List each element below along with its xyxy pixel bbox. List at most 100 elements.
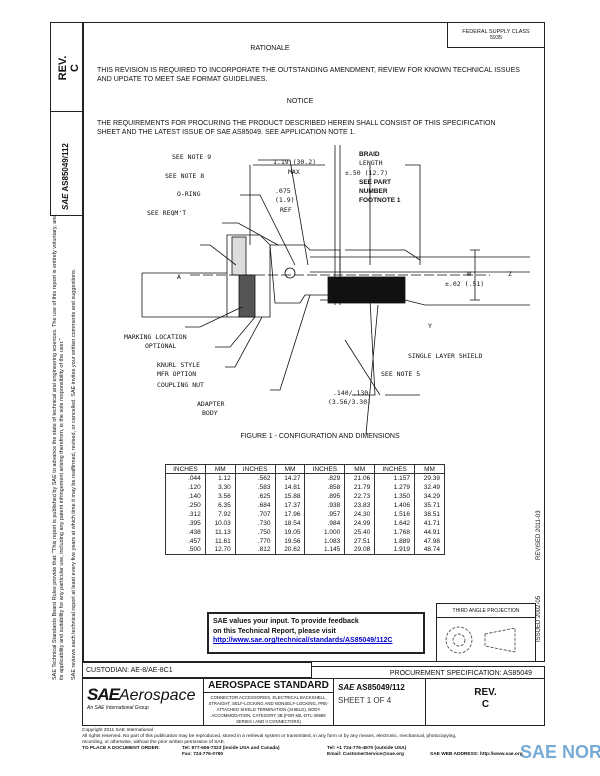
table-cell: 24.99 [344, 518, 376, 528]
table-cell: 1.516 [374, 509, 415, 519]
label-number: NUMBER [359, 188, 388, 195]
table-cell: 25.40 [344, 527, 376, 537]
label-adapter: ADAPTER [197, 400, 225, 408]
tel-usa: Tel: 877-606-7323 (inside USA and Canada… [182, 746, 280, 751]
table-cell: 3.30 [204, 482, 236, 492]
side-rev-letter: C [69, 64, 81, 72]
table-cell: 38.51 [413, 509, 446, 519]
notice-text: THE REQUIREMENTS FOR PROCURING THE PRODU… [97, 120, 496, 136]
label-a: A [177, 273, 181, 281]
side-notice-2: SAE reviews each technical report at lea… [71, 268, 77, 680]
table-cell: 12.70 [204, 545, 236, 555]
federal-supply-class: FEDERAL SUPPLY CLASS 5935 [447, 22, 545, 48]
feedback-box: SAE values your input. To provide feedba… [207, 612, 425, 654]
table-cell: .858 [304, 482, 346, 492]
shield-fill [327, 276, 406, 304]
figure-caption: FIGURE 1 - CONFIGURATION AND DIMENSIONS [240, 433, 400, 440]
page-frame [82, 22, 545, 662]
sae-aerospace-logo: SAEAerospace An SAE International Group [87, 685, 196, 711]
fsc-value: 5935 [489, 35, 503, 41]
table-cell: .044 [165, 473, 206, 483]
label-note5: SEE NOTE 5 [381, 370, 421, 378]
feedback-link[interactable]: http://www.sae.org/technical/standards/A… [213, 637, 393, 644]
issued-date: ISSUED 2002-05 [536, 595, 542, 642]
table-cell: 11.13 [204, 527, 236, 537]
table-cell: .312 [165, 509, 206, 519]
web-address[interactable]: SAE WEB ADDRESS: http://www.sae.org [430, 752, 523, 757]
projection-box: THIRD ANGLE PROJECTION [436, 603, 536, 662]
label-19: (1.9) [275, 196, 295, 204]
column-header: MM [344, 464, 376, 474]
sae-logo-small: SAE [338, 683, 355, 692]
table-cell: 18.54 [274, 518, 306, 528]
column-header: INCHES [374, 464, 415, 474]
table-cell: .938 [304, 500, 346, 510]
title-block [82, 678, 545, 726]
custodian: CUSTODIAN: AE-8/AE-8C1 [82, 662, 312, 678]
table-cell: 22.73 [344, 491, 376, 501]
table-cell: 6.35 [204, 500, 236, 510]
label-optional: OPTIONAL [145, 342, 177, 350]
side-doc-box: SAE AS85049/112 [50, 111, 83, 216]
table-cell: .984 [304, 518, 346, 528]
label-tol: ±.02 (.51) [445, 280, 485, 288]
table-cell: 20.62 [274, 545, 306, 555]
column-header: MM [274, 464, 306, 474]
table-cell: .562 [234, 473, 276, 483]
label-length: LENGTH [359, 159, 383, 167]
table-cell: .812 [234, 545, 276, 555]
table-cell: 34.29 [413, 491, 446, 501]
table-cell: .395 [165, 518, 206, 528]
table-cell: 3.56 [204, 491, 236, 501]
table-cell: 35.71 [413, 500, 446, 510]
table-cell: 11.61 [204, 536, 236, 546]
table-cell: .583 [234, 482, 276, 492]
fax: Fax: 724-776-0790 [182, 752, 224, 757]
revised-date: REVISED 2011-03 [536, 510, 542, 560]
label-body: BODY [202, 409, 218, 417]
title-heading: AEROSPACE STANDARD [204, 678, 333, 693]
label-see-part: SEE PART [359, 179, 392, 186]
table-cell: 1.350 [374, 491, 415, 501]
rationale-text: THIS REVISION IS REQUIRED TO INCORPORATE… [97, 67, 520, 83]
rights-2: recording, or otherwise, without the pri… [82, 740, 226, 745]
label-oring: O-RING [177, 190, 201, 198]
table-cell: 1.642 [374, 518, 415, 528]
table-cell: 1.919 [374, 545, 415, 555]
table-cell: .707 [234, 509, 276, 519]
email[interactable]: Email: CustomerService@sae.org [327, 752, 404, 757]
table-cell: 48.74 [413, 545, 446, 555]
table-cell: 21.06 [344, 473, 376, 483]
label-note9: SEE NOTE 9 [172, 153, 212, 161]
label-140: .140/.130 [333, 389, 369, 397]
notice-heading: NOTICE [286, 98, 314, 105]
rationale-heading: RATIONALE [250, 45, 290, 52]
sae-logo: SAE [61, 193, 70, 210]
table-cell: 44.91 [413, 527, 446, 537]
column-header: INCHES [165, 464, 206, 474]
table-cell: 1.000 [304, 527, 346, 537]
side-rev-box: REV. C [50, 22, 83, 112]
table-cell: 7.92 [204, 509, 236, 519]
label-knurl: KNURL STYLE [157, 361, 201, 369]
doc-number: AS85049/112 [356, 683, 405, 692]
label-braid-tol: ±.50 (12.7) [345, 169, 389, 177]
table-cell: .829 [304, 473, 346, 483]
table-cell: 29.39 [413, 473, 446, 483]
table-cell: 17.96 [274, 509, 306, 519]
table-cell: 21.79 [344, 482, 376, 492]
sheet-number: SHEET 1 OF 4 [338, 696, 392, 705]
table-cell: .438 [165, 527, 206, 537]
label-coupling: COUPLING NUT [157, 381, 204, 389]
table-cell: .770 [234, 536, 276, 546]
label-356: (3.56/3.30) [328, 398, 372, 406]
label-marking: MARKING LOCATION [124, 333, 187, 341]
